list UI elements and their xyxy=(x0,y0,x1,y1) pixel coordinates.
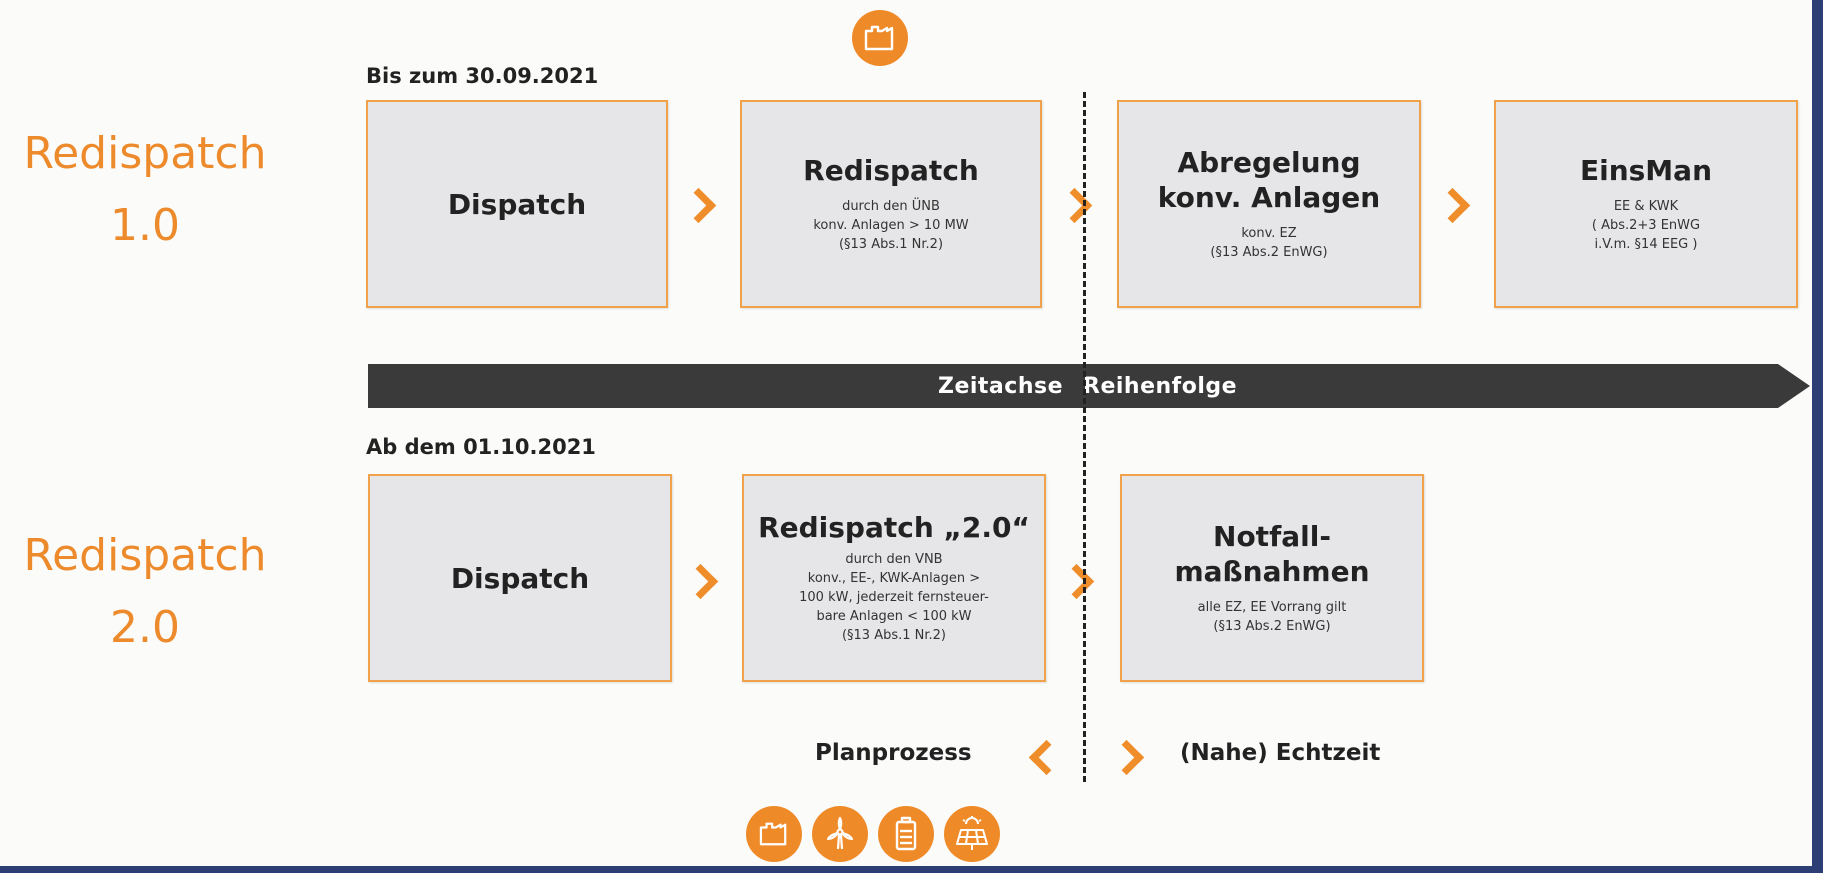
redispatch-2-version: 2.0 xyxy=(110,602,180,653)
date-label-from: Ab dem 01.10.2021 xyxy=(366,435,596,459)
box-dispatch-2: Dispatch xyxy=(368,474,672,682)
page-border-bottom xyxy=(0,866,1823,873)
wind-turbine-icon xyxy=(812,806,868,862)
box-einsman-desc: EE & KWK ( Abs.2+3 EnWG i.V.m. §14 EEG ) xyxy=(1591,199,1701,252)
box-notfall-desc: alle EZ, EE Vorrang gilt (§13 Abs.2 EnWG… xyxy=(1197,600,1347,634)
timeline-label-left: Zeitachse xyxy=(938,373,1063,399)
box-redispatch-2-title: Redispatch „2.0“ xyxy=(758,511,1030,545)
box-einsman: EinsMan EE & KWK ( Abs.2+3 EnWG i.V.m. §… xyxy=(1494,100,1798,308)
battery-icon xyxy=(878,806,934,862)
redispatch-2-title: Redispatch 2.0 xyxy=(0,520,290,664)
box-dispatch-1-title: Dispatch xyxy=(447,187,587,221)
timeline-arrow xyxy=(368,364,1810,408)
box-redispatch-2-desc: durch den VNB konv., EE-, KWK-Anlagen > … xyxy=(799,552,989,643)
chevron-right-icon xyxy=(680,187,717,224)
factory-icon xyxy=(852,10,908,66)
redispatch-2-name: Redispatch xyxy=(23,530,267,581)
chevron-right-icon xyxy=(1056,187,1093,224)
legend-planprozess: Planprozess xyxy=(815,740,972,766)
page-border-right xyxy=(1812,0,1823,873)
chevron-right-icon xyxy=(1108,739,1145,776)
box-abregelung: Abregelung konv. Anlagen konv. EZ (§13 A… xyxy=(1117,100,1421,308)
chevron-right-icon xyxy=(1434,187,1471,224)
box-dispatch-1: Dispatch xyxy=(366,100,668,308)
legend-echtzeit: (Nahe) Echtzeit xyxy=(1180,740,1381,766)
box-abregelung-title: Abregelung konv. Anlagen xyxy=(1157,146,1381,215)
box-einsman-title: EinsMan xyxy=(1579,154,1712,188)
box-redispatch-1-title: Redispatch xyxy=(803,154,979,188)
date-label-until: Bis zum 30.09.2021 xyxy=(366,64,599,88)
timeline-label-right: Reihenfolge xyxy=(1083,373,1238,399)
divider-dashed-line xyxy=(1083,92,1086,782)
redispatch-1-name: Redispatch xyxy=(23,128,267,179)
solar-panel-icon xyxy=(944,806,1000,862)
chevron-left-icon xyxy=(1028,739,1065,776)
factory-icon xyxy=(746,806,802,862)
chevron-right-icon xyxy=(682,563,719,600)
box-notfall: Notfall- maßnahmen alle EZ, EE Vorrang g… xyxy=(1120,474,1424,682)
box-redispatch-1: Redispatch durch den ÜNB konv. Anlagen >… xyxy=(740,100,1042,308)
box-redispatch-1-desc: durch den ÜNB konv. Anlagen > 10 MW (§13… xyxy=(813,199,969,252)
redispatch-1-title: Redispatch 1.0 xyxy=(0,118,290,262)
redispatch-1-version: 1.0 xyxy=(110,200,180,251)
box-dispatch-2-title: Dispatch xyxy=(450,561,590,595)
box-abregelung-desc: konv. EZ (§13 Abs.2 EnWG) xyxy=(1210,226,1328,260)
box-redispatch-2: Redispatch „2.0“ durch den VNB konv., EE… xyxy=(742,474,1046,682)
timeline-label: Zeitachse Reihenfolge xyxy=(368,364,1778,408)
chevron-right-icon xyxy=(1058,563,1095,600)
box-notfall-title: Notfall- maßnahmen xyxy=(1174,520,1370,589)
